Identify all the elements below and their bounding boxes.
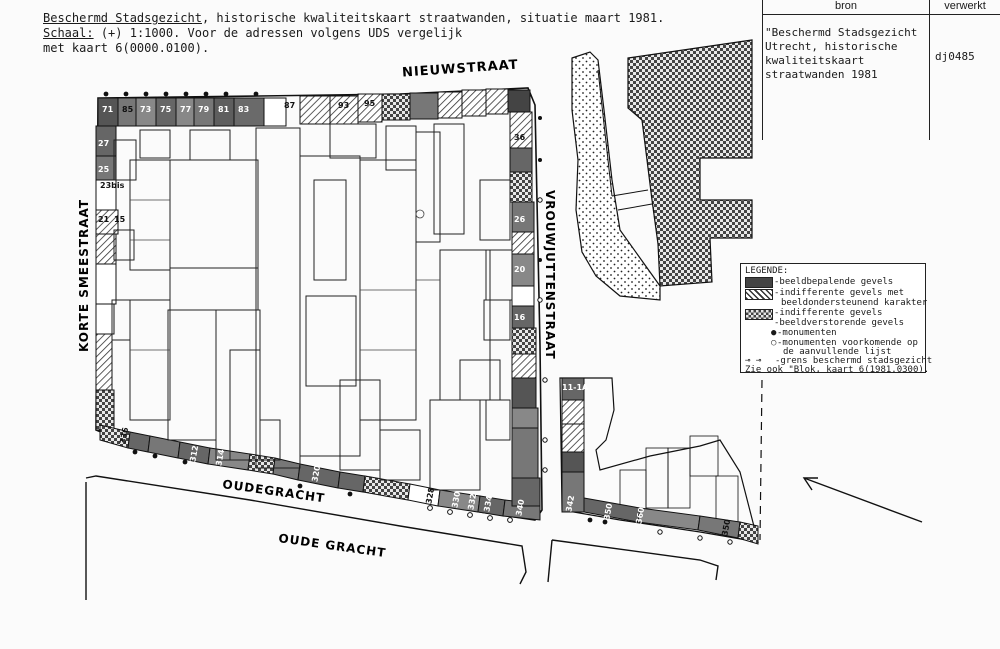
house-number: 25: [98, 165, 110, 174]
house-number: 75: [160, 105, 172, 114]
house-number: 328: [424, 486, 436, 504]
bron-line: kwaliteitskaart: [765, 54, 865, 67]
house-number: 93: [338, 101, 349, 110]
street-korte-smeestraat: KORTE SMEESTRAAT: [77, 199, 91, 352]
house-number: 83: [238, 105, 249, 114]
bron-text: "Beschermd Stadsgezicht Utrecht, histori…: [765, 26, 917, 82]
house-number: 95: [364, 99, 376, 108]
bron-line: straatwanden 1981: [765, 68, 878, 81]
house-number: 81: [218, 105, 230, 114]
house-number: 312: [188, 445, 200, 463]
legend-item: -monumenten voorkomende op: [777, 338, 918, 348]
verwerkt-code: dj0485: [935, 50, 975, 63]
legend-title: LEGENDE:: [745, 266, 789, 276]
house-number: 21: [98, 215, 110, 224]
house-number: 314: [214, 448, 226, 466]
boundary-line-icon: ⊸ ⊸: [745, 356, 762, 366]
street-vrouwjuttenstraat: VROUWJUTTENSTRAAT: [543, 190, 557, 360]
reference-line: met kaart 6(0000.0100).: [43, 41, 210, 55]
verwerkt-header: verwerkt: [930, 0, 1000, 15]
house-number-group-bottom: 336 312 314 320 328 330 332 334 340 342 …: [118, 426, 732, 536]
north-symbol: (+): [100, 26, 123, 40]
cathedral-block: [571, 39, 753, 301]
scale-label: Schaal:: [43, 26, 94, 40]
house-number: 336: [118, 426, 130, 444]
scale-line: Schaal: (+) 1:1000. Voor de adressen vol…: [43, 26, 462, 40]
house-number: 334: [482, 494, 494, 512]
bron-line: "Beschermd Stadsgezicht: [765, 26, 918, 39]
house-number-group-top: 71 73 75 77 79 81 83: [102, 105, 249, 114]
house-number: 350: [720, 518, 732, 536]
legend-item: -grens beschermd stadsgezicht: [775, 356, 933, 366]
house-number: 73: [140, 105, 151, 114]
swatch-indifferent: [745, 309, 773, 320]
house-number: 85: [122, 105, 134, 114]
swatch-beeldondersteunend: [745, 289, 773, 300]
legend-item: -monumenten: [777, 328, 837, 338]
lower-right-frontage: [561, 377, 759, 545]
legend-item: -indifferente gevels met: [774, 288, 905, 298]
house-number: 27: [98, 139, 109, 148]
monument-dot-icon: ●: [771, 328, 777, 338]
legend: LEGENDE: -beeldbepalende gevels -indiffe…: [740, 263, 932, 375]
house-number: 330: [450, 490, 462, 508]
bron-line: Utrecht, historische: [765, 40, 898, 53]
legend-item: -beeldbepalende gevels: [774, 277, 894, 287]
supplementary-monument-markers: [427, 197, 733, 545]
house-number: 342: [564, 495, 576, 513]
supplementary-dot-icon: ○: [771, 338, 777, 348]
swatch-beeldbepalend: [745, 277, 773, 288]
nieuwstraat-frontage: [97, 88, 531, 127]
column-divider: [929, 0, 930, 140]
street-nieuwstraat: NIEUWSTRAAT: [402, 58, 519, 81]
house-number: 87: [284, 101, 295, 110]
monument-markers: [103, 91, 608, 525]
house-number-group-left: 27 25 23bis 15 21: [98, 139, 126, 224]
house-number: 77: [180, 105, 191, 114]
house-number: 20: [514, 265, 526, 274]
legend-note: Zie ook "Blok, kaart 6(1981.0300).: [745, 365, 930, 375]
house-number: 340: [514, 498, 526, 516]
title-emphasis: Beschermd Stadsgezicht: [43, 11, 202, 25]
house-number: 332: [466, 493, 478, 511]
house-number: 16: [514, 313, 526, 322]
korte-smeestraat-frontage: [95, 125, 119, 431]
title-line: Beschermd Stadsgezicht, historische kwal…: [43, 11, 664, 25]
house-number: 350: [602, 502, 614, 520]
house-number: 15: [114, 215, 126, 224]
house-number-group-right: 11-1A 36 26 20 16: [514, 133, 589, 392]
house-number: 11-1A: [562, 383, 589, 392]
interior-details: [130, 199, 440, 351]
boundary-line: [759, 379, 763, 541]
vrouwjuttenstraat-frontage: [509, 111, 541, 507]
house-number: 36: [514, 133, 526, 142]
house-number: 23bis: [100, 181, 125, 190]
house-number: 71: [102, 105, 114, 114]
house-number: 360: [634, 506, 646, 524]
house-number: 79: [198, 105, 210, 114]
house-number: 320: [310, 464, 322, 482]
legend-item: -beeldverstorende gevels: [774, 318, 905, 328]
street-oude-gracht: OUDE GRACHT: [278, 531, 388, 560]
title-rest: , historische kwaliteitskaart straatwand…: [201, 11, 665, 25]
parcel-lines: [111, 123, 513, 491]
oudegracht-frontage: [99, 424, 541, 521]
lower-right-block: [559, 377, 759, 543]
north-arrow: [802, 477, 923, 523]
scale-text: 1:1000. Voor de adressen volgens UDS ver…: [122, 26, 463, 40]
metadata-table: bron verwerkt "Beschermd Stadsgezicht Ut…: [762, 0, 1000, 140]
house-number-group-top-dark: 85 87 93 95: [122, 99, 376, 114]
house-number: 26: [514, 215, 526, 224]
canal-quays: [85, 475, 719, 600]
legend-item: de aanvullende lijst: [783, 347, 892, 357]
legend-item: beeldondersteunend karakter: [781, 298, 928, 308]
legend-item: -indifferente gevels: [774, 308, 883, 318]
